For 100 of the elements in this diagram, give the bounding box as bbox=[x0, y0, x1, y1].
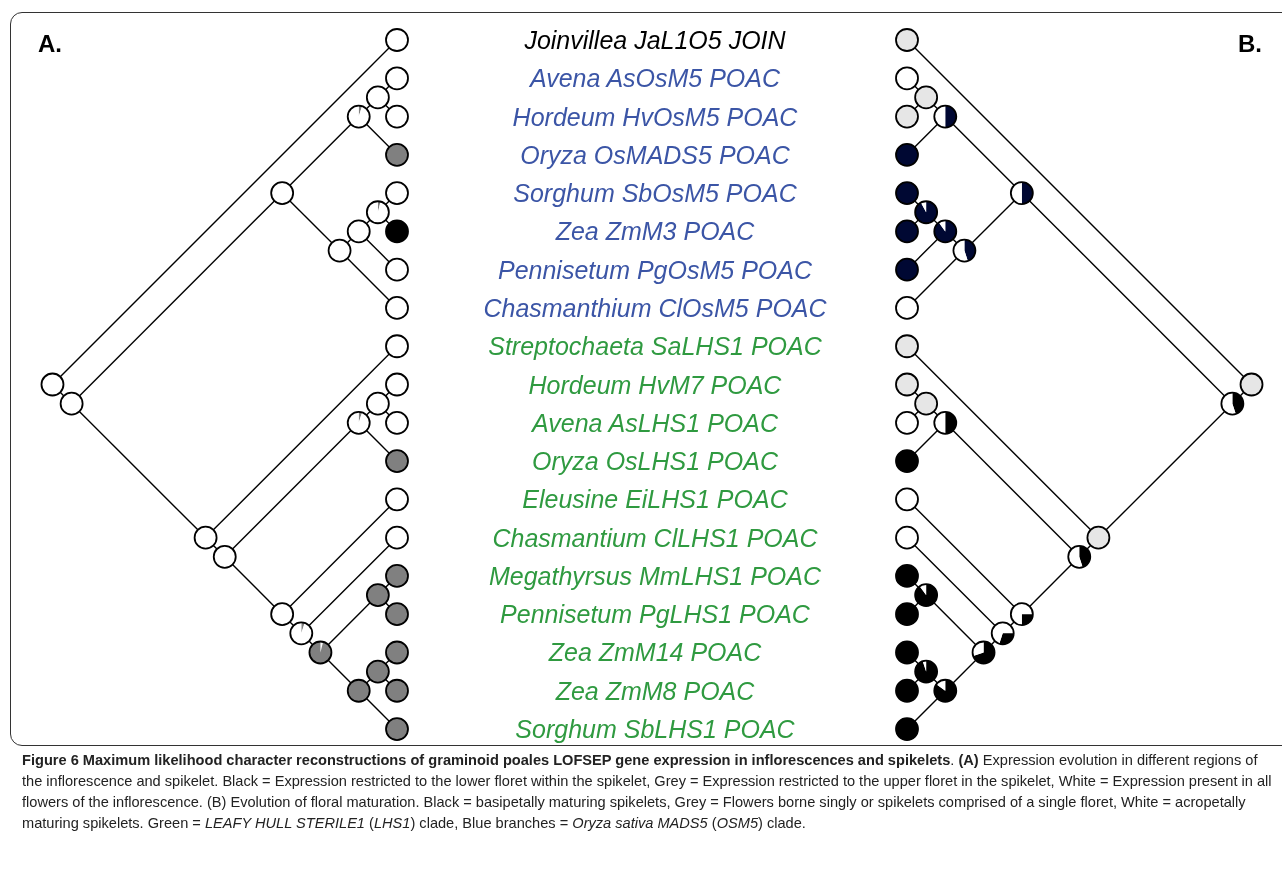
pie-chart-circle bbox=[385, 525, 409, 550]
taxon-label: Pennisetum PgLHS1 POAC bbox=[499, 599, 811, 630]
pie-chart-circle bbox=[1220, 391, 1245, 416]
pie-chart-circle bbox=[59, 391, 84, 416]
branch-line bbox=[914, 47, 1245, 378]
pie-chart-circle bbox=[895, 257, 919, 282]
taxon-label: Chasmantium ClLHS1 POAC bbox=[491, 522, 819, 553]
pie-chart-circle bbox=[971, 640, 996, 665]
branch-line bbox=[933, 678, 939, 684]
branch-line bbox=[384, 678, 390, 684]
branch-line bbox=[914, 123, 939, 148]
panel-letter: A. bbox=[38, 30, 62, 58]
branch-line bbox=[384, 85, 390, 91]
taxon-label: Joinvillea JaL1O5 JOIN bbox=[523, 25, 787, 55]
pie-chart-circle bbox=[308, 640, 333, 665]
pie-chart-circle bbox=[385, 449, 409, 473]
taxon-label: Megathyrsus MmLHS1 POAC bbox=[487, 560, 822, 591]
branch-line bbox=[308, 544, 390, 627]
branch-line bbox=[231, 563, 276, 608]
pie-chart-circle bbox=[895, 142, 919, 167]
pie-chart-circle bbox=[385, 717, 409, 741]
branch-line bbox=[365, 104, 371, 110]
branch-line bbox=[365, 219, 371, 225]
branch-line bbox=[914, 697, 939, 722]
pie-chart-circle bbox=[385, 640, 409, 665]
branch-line bbox=[914, 104, 920, 110]
pie-chart-circle bbox=[346, 219, 371, 244]
pie-chart-circle bbox=[895, 181, 919, 205]
pie-chart-circle bbox=[40, 372, 65, 397]
branch-line bbox=[365, 429, 390, 454]
branch-line bbox=[289, 123, 352, 187]
taxon-label: Avena AsLHS1 POAC bbox=[530, 407, 779, 438]
taxon-label: Oryza OsMADS5 POAC bbox=[519, 139, 791, 170]
pie-chart-circle bbox=[933, 219, 958, 244]
pie-chart-circle bbox=[895, 487, 919, 512]
pie-chart-circle bbox=[385, 181, 409, 205]
branch-line bbox=[384, 219, 390, 225]
branch-line bbox=[365, 697, 390, 722]
branch-line bbox=[933, 104, 939, 110]
taxon-label: Avena AsOsM5 POAC bbox=[528, 63, 782, 94]
pie-chart-circle bbox=[895, 525, 919, 550]
pie-chart-circle bbox=[270, 181, 295, 205]
pie-chart-circle bbox=[895, 334, 919, 359]
taxon-label: Zea ZmM8 POAC bbox=[554, 675, 756, 706]
branch-line bbox=[384, 391, 390, 397]
branch-line bbox=[952, 123, 1015, 187]
branch-line bbox=[384, 659, 390, 665]
taxon-label: Zea ZmM3 POAC bbox=[554, 216, 756, 247]
branch-line bbox=[1009, 621, 1015, 627]
branch-line bbox=[914, 257, 958, 301]
branch-line bbox=[231, 429, 352, 550]
branch-line bbox=[59, 391, 65, 397]
branch-line bbox=[346, 238, 352, 244]
pie-chart-circle bbox=[346, 410, 371, 435]
branch-line bbox=[933, 410, 939, 416]
pie-chart-circle bbox=[895, 28, 919, 52]
branch-line bbox=[914, 602, 920, 608]
pie-chart-circle bbox=[895, 104, 919, 129]
pie-chart-circle bbox=[365, 659, 390, 684]
branch-line bbox=[212, 353, 390, 531]
branch-line bbox=[365, 410, 371, 416]
pie-chart-circle bbox=[952, 238, 977, 263]
pie-chart-circle bbox=[270, 602, 295, 627]
branch-line bbox=[308, 640, 314, 646]
branch-line bbox=[384, 583, 390, 588]
taxon-label: Eleusine EiLHS1 POAC bbox=[521, 484, 789, 515]
branch-line bbox=[914, 85, 920, 91]
branch-line bbox=[914, 219, 920, 225]
branch-line bbox=[384, 602, 390, 608]
branch-line bbox=[365, 678, 371, 684]
branch-line bbox=[384, 200, 390, 206]
taxon-label: Pennisetum PgOsM5 POAC bbox=[497, 254, 813, 285]
branch-line bbox=[327, 659, 352, 684]
taxon-label: Hordeum HvM7 POAC bbox=[527, 369, 783, 400]
branch-line bbox=[952, 238, 958, 244]
pie-chart-circle bbox=[365, 200, 390, 225]
figure-caption: Figure 6 Maximum likelihood character reconstructions of graminoid poales LOFSEP gene expression in inflorescences and spikelets. (A) Expression evolution in different regions of the inflorescence and spikelet. Black = Expression restricted to the lower floret within the spikelet, Grey = Expression restricted to the upper floret in the spikelet, White = Expression present in all flowers of the inflorescence. (B) Evolution of floral maturation. Black = basipetally maturing spikelets, Grey = Flowers borne singly or spikelets comprised of a single floret, White = acropetally maturing spikelets. Green = LEAFY HULL STERILE1 (LHS1) clade, Blue branches = Oryza sativa MADS5 (OSM5) clade. bbox=[22, 751, 1272, 833]
branch-line bbox=[933, 219, 939, 225]
branch-line bbox=[1105, 410, 1226, 531]
pie-chart-circle bbox=[193, 525, 218, 550]
pie-chart-circle bbox=[385, 142, 409, 167]
branch-line bbox=[914, 583, 920, 588]
branch-line bbox=[289, 621, 295, 627]
branch-line bbox=[914, 200, 920, 206]
pie-chart-circle bbox=[385, 487, 409, 512]
pie-chart-circle bbox=[1086, 525, 1111, 550]
pie-chart-circle bbox=[346, 678, 371, 703]
pie-chart-circle bbox=[385, 410, 409, 435]
branch-line bbox=[327, 602, 371, 646]
pie-chart-circle bbox=[1067, 544, 1092, 569]
branch-line bbox=[952, 429, 1073, 550]
pie-chart-circle bbox=[385, 257, 409, 282]
branch-line bbox=[914, 659, 920, 665]
branch-line bbox=[1028, 563, 1073, 608]
taxon-label: Hordeum HvOsM5 POAC bbox=[511, 101, 799, 132]
branch-line bbox=[971, 200, 1015, 244]
pie-chart-circle bbox=[385, 678, 409, 703]
pie-chart-circle bbox=[895, 372, 919, 397]
pie-chart-circle bbox=[385, 372, 409, 397]
pie-chart-circle bbox=[385, 66, 409, 91]
